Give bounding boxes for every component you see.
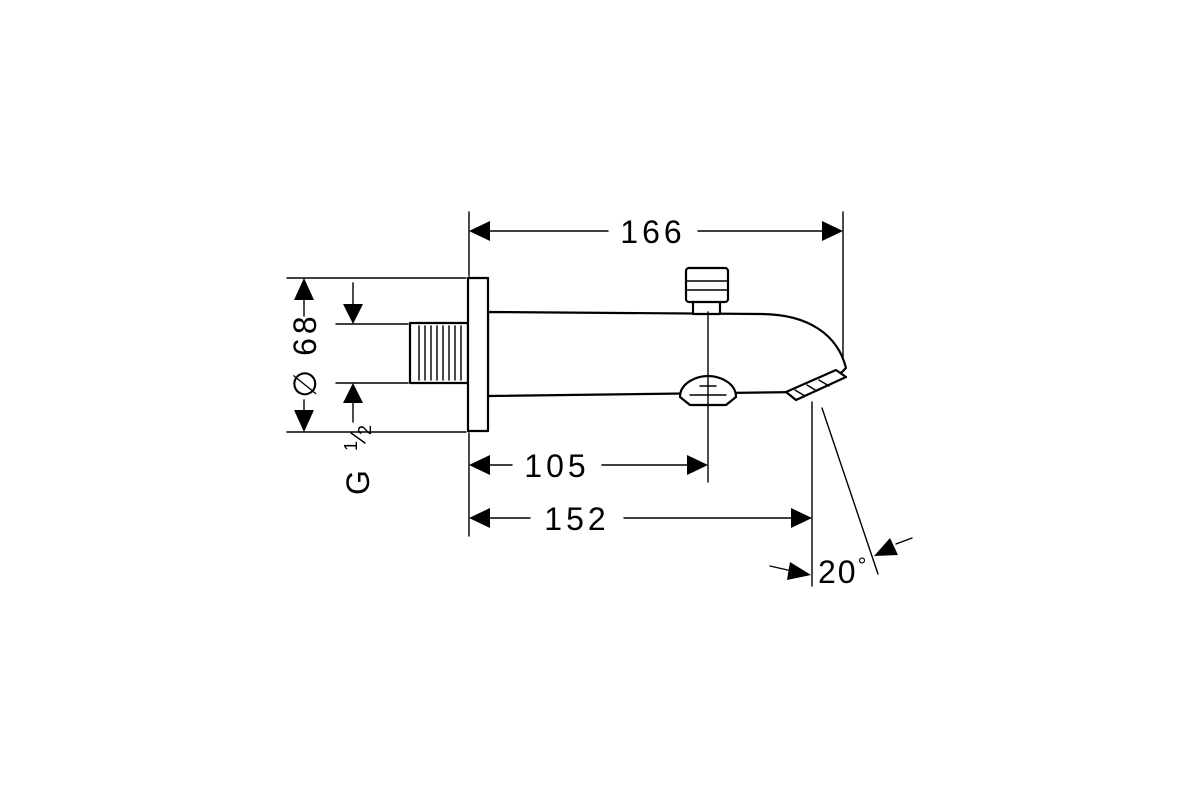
- spout-aerator: [784, 368, 848, 402]
- arrow-left-icon: [469, 221, 490, 241]
- arrow-down-icon: [294, 410, 314, 432]
- thread-denominator: 2: [355, 425, 375, 435]
- diameter-label: ∅68: [287, 312, 323, 397]
- dimension-diameter-68: ∅68: [287, 278, 323, 432]
- arrow-right-icon: [687, 455, 708, 475]
- arrow-down-icon: [343, 304, 363, 324]
- spout-assembly: [408, 266, 848, 433]
- wall-flange: [466, 276, 490, 433]
- dimension-label-166: 166: [620, 214, 685, 250]
- thread-label: G 1 2: [340, 425, 376, 495]
- thread-lines: [418, 325, 462, 381]
- dimension-thread: G 1 2: [340, 282, 376, 495]
- arrow-left-icon: [874, 538, 898, 556]
- dimension-label-152: 152: [544, 501, 609, 537]
- thread-numerator: 1: [341, 441, 361, 451]
- arrow-right-icon: [822, 221, 843, 241]
- dimension-166: 166: [469, 214, 843, 250]
- spout-tube: [486, 310, 848, 398]
- angle-dimension-20: 20°: [769, 537, 913, 590]
- arrow-left-icon: [469, 455, 490, 475]
- diverter-knob: [684, 266, 730, 316]
- arrow-up-icon: [294, 278, 314, 300]
- angle-label: 20°: [818, 553, 868, 590]
- dimension-152: 152: [469, 501, 812, 537]
- dimension-105: 105: [469, 448, 708, 484]
- extension-lines: [286, 211, 879, 587]
- dimension-label-105: 105: [524, 448, 589, 484]
- arrow-up-icon: [343, 383, 363, 403]
- arrow-right-icon: [791, 508, 812, 528]
- thread-letter: G: [340, 466, 376, 495]
- arrow-left-icon: [469, 508, 490, 528]
- arrow-right-icon: [787, 562, 811, 580]
